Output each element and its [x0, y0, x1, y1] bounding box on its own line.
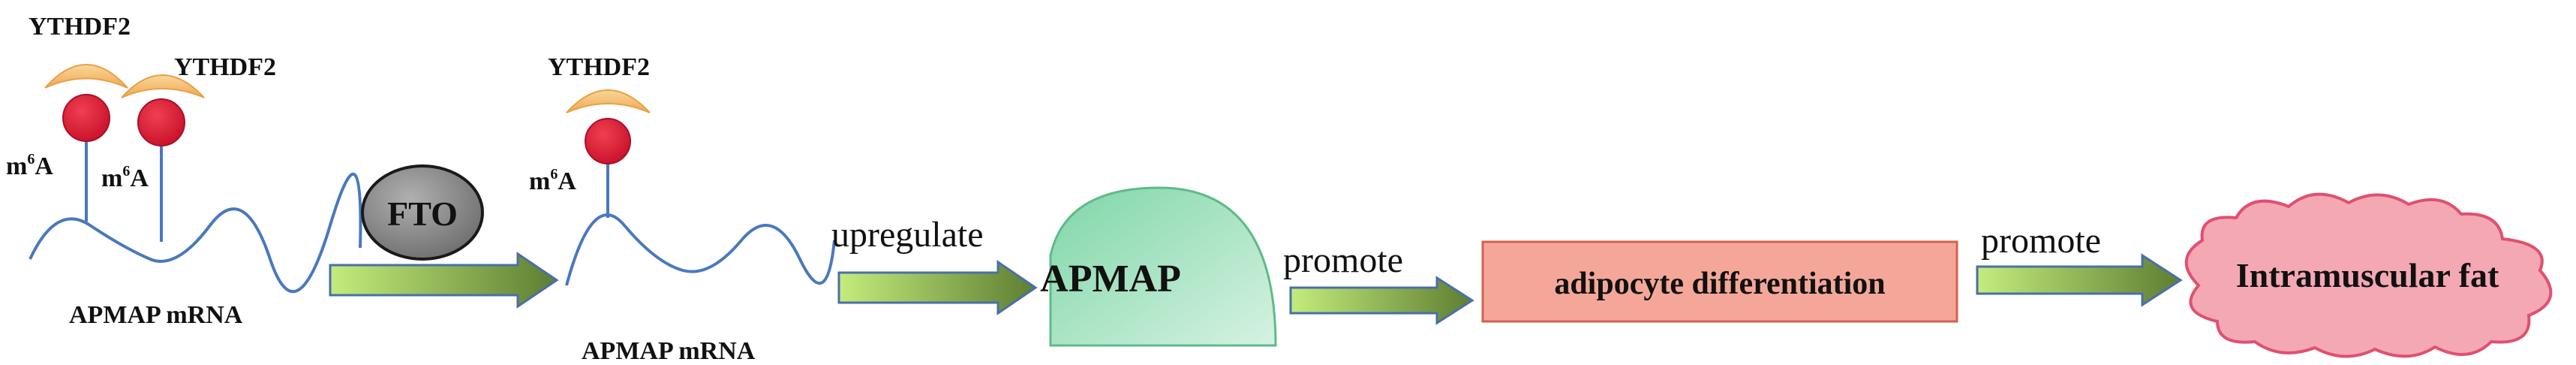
middle-mrna-strand [565, 213, 836, 286]
promote-label: promote [1981, 221, 2101, 261]
arrow-right-icon [1289, 276, 1474, 325]
ythdf2-reader-icon [121, 74, 205, 98]
arrow-1 [329, 252, 559, 309]
reader-label: YTHDF2 [174, 53, 276, 81]
reader-label: YTHDF2 [548, 53, 650, 81]
m6a-dot-icon [137, 98, 185, 146]
ythdf2-reader-icon [44, 64, 128, 89]
fto-oval-icon [361, 164, 484, 261]
arrow-right-icon [329, 252, 559, 309]
reader-label: YTHDF2 [29, 13, 131, 41]
middle-mrna-group: YTHDF2 m6A APMAP mRNA [529, 53, 836, 365]
mrna-label: APMAP mRNA [69, 301, 243, 329]
outcome-cloud: Intramuscular fat [2184, 192, 2553, 358]
protein-shape-icon [1049, 186, 1277, 347]
m6a-dot-icon [62, 94, 110, 142]
m6a-label: m6A [6, 151, 53, 180]
cloud-shape-icon [2184, 192, 2553, 358]
m6a-label: m6A [101, 163, 149, 192]
m6a-dot-icon [585, 118, 631, 164]
mrna-label: APMAP mRNA [582, 337, 756, 365]
promote-label: promote [1283, 240, 1403, 280]
protein-label: APMAP [1040, 258, 1181, 300]
outcome-label: Intramuscular fat [2236, 256, 2499, 294]
fto-eraser: FTO [361, 164, 484, 261]
m6a-label: m6A [529, 166, 576, 195]
ythdf2-reader-icon [566, 89, 651, 113]
arrow-right-icon [837, 260, 1038, 315]
fto-label: FTO [387, 195, 458, 233]
process-box: adipocyte differentiation [1481, 240, 1958, 323]
upregulate-label: upregulate [831, 215, 984, 255]
process-label: adipocyte differentiation [1554, 267, 1885, 301]
apmap-protein: APMAP [1040, 186, 1277, 347]
left-mrna-strand [29, 172, 362, 294]
process-rect [1481, 240, 1958, 323]
arrow-right-icon [1976, 253, 2183, 307]
left-mrna-group: YTHDF2 YTHDF2 m6A m6A APMAP mRNA [6, 13, 362, 329]
